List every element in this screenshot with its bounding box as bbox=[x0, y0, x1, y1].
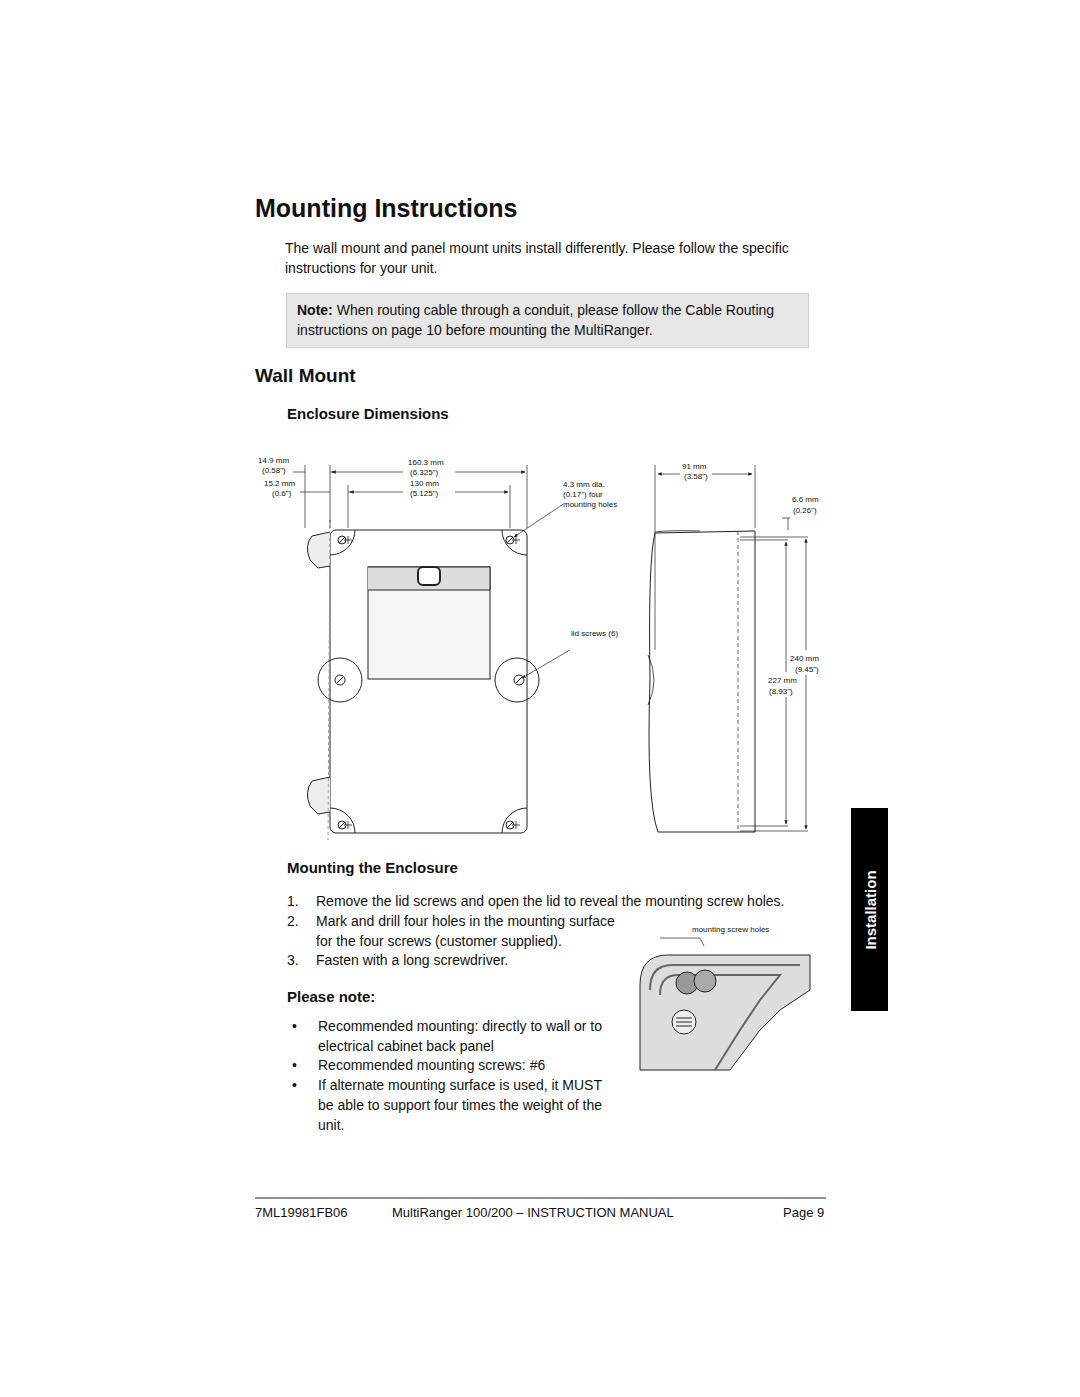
section-heading: Wall Mount bbox=[255, 364, 356, 388]
bullet: • bbox=[292, 1016, 297, 1036]
dimension: (6.325") bbox=[410, 468, 438, 478]
bullet: • bbox=[292, 1075, 297, 1095]
dimension: 160.3 mm bbox=[408, 458, 444, 468]
footer-title: MultiRanger 100/200 – INSTRUCTION MANUAL bbox=[392, 1205, 674, 1221]
page-number: Page 9 bbox=[783, 1205, 824, 1221]
footer-code: 7ML19981FB06 bbox=[255, 1205, 348, 1221]
subheading: Enclosure Dimensions bbox=[287, 404, 449, 424]
callout-label: 4.3 mm dia. (0.17") four mounting holes bbox=[563, 480, 625, 510]
step-number: 2. bbox=[287, 911, 299, 931]
dimension: 130 mm bbox=[410, 479, 439, 489]
dimension: 227 mm bbox=[768, 676, 797, 686]
bullet-text: Recommended mounting screws: #6 bbox=[318, 1055, 618, 1075]
dimension: (0.6") bbox=[272, 489, 291, 499]
dimension: 15.2 mm bbox=[264, 479, 295, 489]
dimension: (0.58") bbox=[262, 466, 286, 476]
dimension: 91 mm bbox=[682, 462, 706, 472]
step-text: Remove the lid screws and open the lid t… bbox=[316, 891, 846, 911]
page-title: Mounting Instructions bbox=[255, 193, 517, 223]
note-box: Note: When routing cable through a condu… bbox=[286, 293, 809, 348]
subheading: Mounting the Enclosure bbox=[287, 858, 458, 878]
dimension: (9.45") bbox=[795, 665, 819, 675]
note-heading: Note: bbox=[297, 302, 333, 318]
dimension: (8.93") bbox=[769, 687, 793, 697]
dimension: (3.58") bbox=[684, 472, 708, 482]
dimension: 6.6 mm bbox=[792, 495, 819, 505]
dimension: 14.9 mm bbox=[258, 456, 289, 466]
step-text: Mark and drill four holes in the mountin… bbox=[316, 911, 621, 951]
step-text: Fasten with a long screwdriver. bbox=[316, 950, 636, 970]
note-body: When routing cable through a conduit, pl… bbox=[297, 302, 774, 338]
dimension: 240 mm bbox=[790, 654, 819, 664]
dimension: (0.26") bbox=[793, 506, 817, 516]
bullet-text: If alternate mounting surface is used, i… bbox=[318, 1075, 618, 1135]
tab-label: Installation bbox=[861, 870, 878, 949]
bullet: • bbox=[292, 1055, 297, 1075]
bullet-text: Recommended mounting: directly to wall o… bbox=[318, 1016, 618, 1056]
callout-label: mounting screw holes bbox=[692, 925, 769, 935]
step-number: 3. bbox=[287, 950, 299, 970]
step-number: 1. bbox=[287, 891, 299, 911]
subheading: Please note: bbox=[287, 987, 375, 1007]
paragraph: The wall mount and panel mount units ins… bbox=[285, 238, 810, 278]
dimension: (5.125") bbox=[410, 489, 438, 499]
callout-label: lid screws (6) bbox=[571, 629, 621, 639]
section-tab: Installation bbox=[851, 808, 888, 1011]
